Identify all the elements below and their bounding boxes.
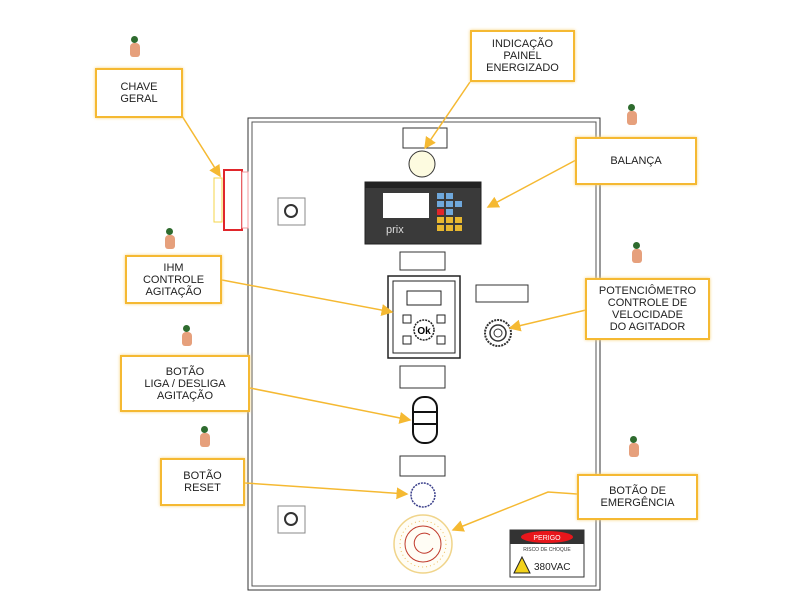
hand-pointer-icon [625,104,639,126]
warning-subtitle: RISCO DE CHOQUE [523,547,571,553]
scale-indicator[interactable]: prix [364,181,482,245]
label-plate [475,284,529,303]
shock-warning-label: PERIGO RISCO DE CHOQUE 380VAC [509,529,585,578]
lock-top [277,197,306,226]
hmi-ok-button[interactable] [413,319,435,341]
hmi-ok-label: Ok [417,326,431,337]
reset-button[interactable] [410,482,436,508]
callout-balanca: BALANÇA [575,137,697,185]
main-switch[interactable] [213,169,249,231]
callout-arrows [181,81,587,532]
on-off-button[interactable] [412,396,438,444]
hand-pointer-icon [163,228,177,250]
warning-title: PERIGO [533,535,561,542]
callout-ihm: IHM CONTROLE AGITAÇÃO [125,255,222,304]
hand-pointer-icon [198,426,212,448]
emergency-stop-button[interactable] [393,514,453,574]
high-voltage-icon [513,555,531,574]
potentiometer[interactable] [484,319,512,347]
warning-voltage: 380VAC [534,562,571,573]
hand-pointer-icon [128,36,142,58]
hmi-keypad[interactable]: Ok [387,275,461,359]
pilot-lamp [408,150,436,178]
label-plate [399,365,446,389]
callout-potenciometro: POTENCIÔMETRO CONTROLE DE VELOCIDADE DO … [585,278,710,340]
hand-pointer-icon [627,436,641,458]
label-plate [402,127,448,149]
hand-pointer-icon [180,325,194,347]
callout-botao-reset: BOTÃO RESET [160,458,245,506]
hand-pointer-icon [630,242,644,264]
label-plate [399,251,446,271]
scale-brand: prix [386,224,404,236]
callout-indicacao-painel: INDICAÇÃO PAINEL ENERGIZADO [470,30,575,82]
callout-botao-liga-desliga: BOTÃO LIGA / DESLIGA AGITAÇÃO [120,355,250,412]
label-plate [399,455,446,477]
callout-chave-geral: CHAVE GERAL [95,68,183,118]
lock-bottom [277,505,306,534]
callout-botao-emergencia: BOTÃO DE EMERGÊNCIA [577,474,698,520]
